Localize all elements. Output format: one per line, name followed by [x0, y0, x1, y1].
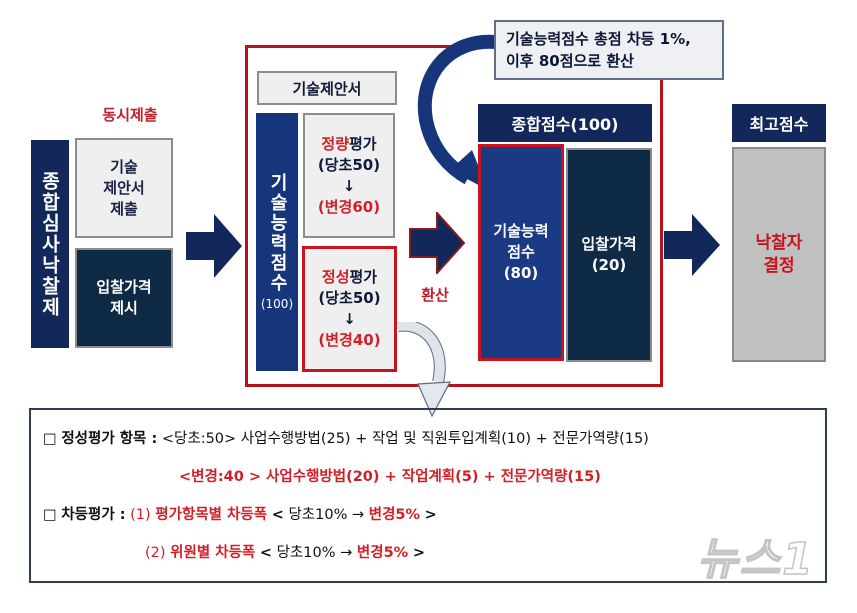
quant-before: (당초50) — [317, 155, 381, 174]
quant-title-rest: 평가 — [349, 134, 377, 153]
note-after: 변경5% — [368, 507, 421, 523]
bid-price-20-box: 입찰가격 (20) — [566, 148, 652, 362]
note-head: 차등평가 : — [61, 507, 126, 523]
price-submit-line: 제시 — [110, 299, 138, 317]
tech80-line: 기술능력 — [493, 222, 549, 240]
note-before: 당초10% → — [288, 507, 365, 523]
tech-submit-line: 제안서 — [103, 178, 145, 197]
quantitative-eval-box: 정량평가 (당초50) ↓ (변경60) — [303, 113, 395, 238]
checkbox-icon: □ — [43, 431, 57, 447]
tech80-line: 점수 — [507, 243, 535, 261]
note-gt: > — [412, 545, 425, 561]
convert-arrow-icon — [409, 212, 465, 274]
quant-after: (변경60) — [317, 197, 381, 216]
callout-line: 이후 80점으로 환산 — [506, 52, 634, 70]
note-lt: < — [271, 507, 284, 523]
qual-title-rest: 평가 — [349, 268, 378, 286]
note-line-changed: <변경:40 > 사업수행방법(20) + 작업계획(5) + 전문가역량(15… — [43, 464, 825, 490]
note-line-qualitative: □ 정성평가 항목 : <당초:50> 사업수행방법(25) + 작업 및 직원… — [43, 426, 825, 452]
tech-proposal-title: 기술제안서 — [257, 71, 397, 105]
winner-line: 낙찰자 — [755, 232, 803, 253]
callout-note: 기술능력점수 총점 차등 1%, 이후 80점으로 환산 — [494, 20, 724, 80]
note-num: (1) — [130, 507, 151, 523]
down-arrow-icon: ↓ — [343, 310, 356, 328]
tech-score-vertical-label: 기술능력점수 — [267, 173, 288, 293]
tech80-line: (80) — [503, 264, 539, 282]
qual-title-red: 정성 — [321, 268, 350, 286]
comprehensive-evaluation-title: 종합심사낙찰제 — [31, 140, 69, 348]
note-after: 변경5% — [356, 545, 409, 561]
note-line-differential: □ 차등평가 : (1) 평가항목별 차등폭 < 당초10% → 변경5% > — [43, 502, 825, 528]
right-arrow-icon — [664, 214, 720, 276]
price20-line: (20) — [591, 256, 627, 274]
notes-box: □ 정성평가 항목 : <당초:50> 사업수행방법(25) + 작업 및 직원… — [29, 408, 827, 583]
convert-label: 환산 — [421, 286, 449, 304]
tech-score-max: (100) — [260, 297, 294, 311]
price20-line: 입찰가격 — [581, 235, 637, 253]
tech-score-vertical-box: 기술능력점수 (100) — [256, 113, 298, 371]
tech-submit-line: 제출 — [110, 199, 138, 218]
winner-decision-box: 낙찰자 결정 — [732, 147, 826, 362]
tech-submit-line: 기술 — [110, 157, 138, 176]
tech-proposal-submit-box: 기술 제안서 제출 — [75, 138, 173, 238]
note-head: 정성평가 항목 : — [61, 431, 158, 447]
quant-title: 정량평가 — [321, 134, 376, 155]
note-line-committee: (2) 위원별 차등폭 < 당초10% → 변경5% > — [43, 540, 825, 566]
price-submit-line: 입찰가격 — [96, 278, 152, 296]
note-text: <당초:50> 사업수행방법(25) + 작업 및 직원투입계획(10) + 전… — [161, 431, 649, 447]
qual-after: (변경40) — [318, 331, 381, 349]
note-item: 평가항목별 차등폭 — [155, 507, 268, 523]
down-arrow-icon: ↓ — [342, 176, 356, 195]
simultaneous-submission-label: 동시제출 — [102, 106, 158, 124]
tech-score-80-box: 기술능력 점수 (80) — [478, 144, 564, 361]
news1-watermark-logo: 뉴스1 — [696, 533, 815, 586]
bid-price-submit-box: 입찰가격 제시 — [75, 248, 173, 348]
total-score-title: 종합점수(100) — [478, 104, 652, 142]
quant-title-red: 정량 — [321, 134, 349, 153]
curved-pointer-arrow-icon — [397, 322, 452, 418]
winner-line: 결정 — [763, 255, 795, 276]
note-gt: > — [424, 507, 437, 523]
callout-line: 기술능력점수 총점 차등 1%, — [506, 30, 691, 48]
note-before: 당초10% → — [276, 545, 353, 561]
qualitative-eval-box: 정성평가 (당초50) ↓ (변경40) — [302, 246, 397, 372]
note-num: (2) — [145, 545, 166, 561]
checkbox-icon: □ — [43, 507, 57, 523]
qual-before: (당초50) — [318, 289, 381, 307]
note-item: 위원별 차등폭 — [170, 545, 256, 561]
right-arrow-icon — [186, 214, 242, 278]
note-text-changed: <변경:40 > 사업수행방법(20) + 작업계획(5) + 전문가역량(15… — [179, 469, 601, 485]
note-lt: < — [259, 545, 273, 561]
qual-title: 정성평가 — [322, 267, 377, 288]
best-score-title: 최고점수 — [732, 104, 826, 142]
